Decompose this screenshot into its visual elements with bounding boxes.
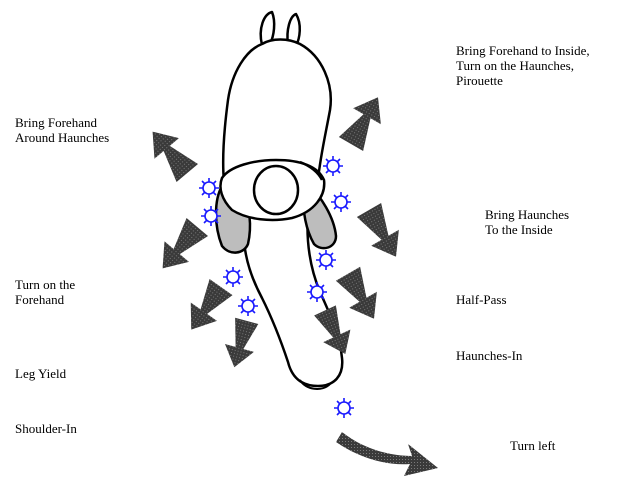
label-shoulder-in: Shoulder-In: [15, 421, 77, 436]
label-turn-on-the-forehand: Turn on the Forehand: [15, 277, 75, 307]
label-bring-haunches-to-inside: Bring Haunches To the Inside: [485, 207, 569, 237]
spur-rowel-icon: [238, 296, 258, 316]
label-bring-forehand-to-inside: Bring Forehand to Inside, Turn on the Ha…: [456, 43, 590, 88]
spur-rowel-icon: [323, 156, 343, 176]
rider-head: [254, 166, 298, 214]
curved-arrow-icon: [334, 266, 388, 327]
curved-arrow-icon: [355, 202, 410, 265]
curved-arrow-icon: [337, 89, 392, 152]
curved-arrow-icon: [220, 317, 261, 371]
spur-rowel-icon: [201, 206, 221, 226]
rider: [220, 160, 324, 220]
label-half-pass: Half-Pass: [456, 292, 507, 307]
curved-arrow-icon: [336, 432, 438, 476]
label-leg-yield: Leg Yield: [15, 366, 66, 381]
curved-arrow-icon: [140, 121, 199, 183]
curved-arrow-icon: [150, 217, 209, 279]
spur-rowel-icon: [331, 192, 351, 212]
label-bring-forehand-around-haunches: Bring Forehand Around Haunches: [15, 115, 109, 145]
label-turn-left: Turn left: [510, 438, 555, 453]
spur-rowel-icon: [316, 250, 336, 270]
spur-rowel-icon: [334, 398, 354, 418]
spur-rowel-icon: [223, 267, 243, 287]
spur-rowel-icon: [199, 178, 219, 198]
spur-rowel-icon: [307, 282, 327, 302]
label-haunches-in: Haunches-In: [456, 348, 522, 363]
curved-arrow-icon: [178, 278, 234, 339]
